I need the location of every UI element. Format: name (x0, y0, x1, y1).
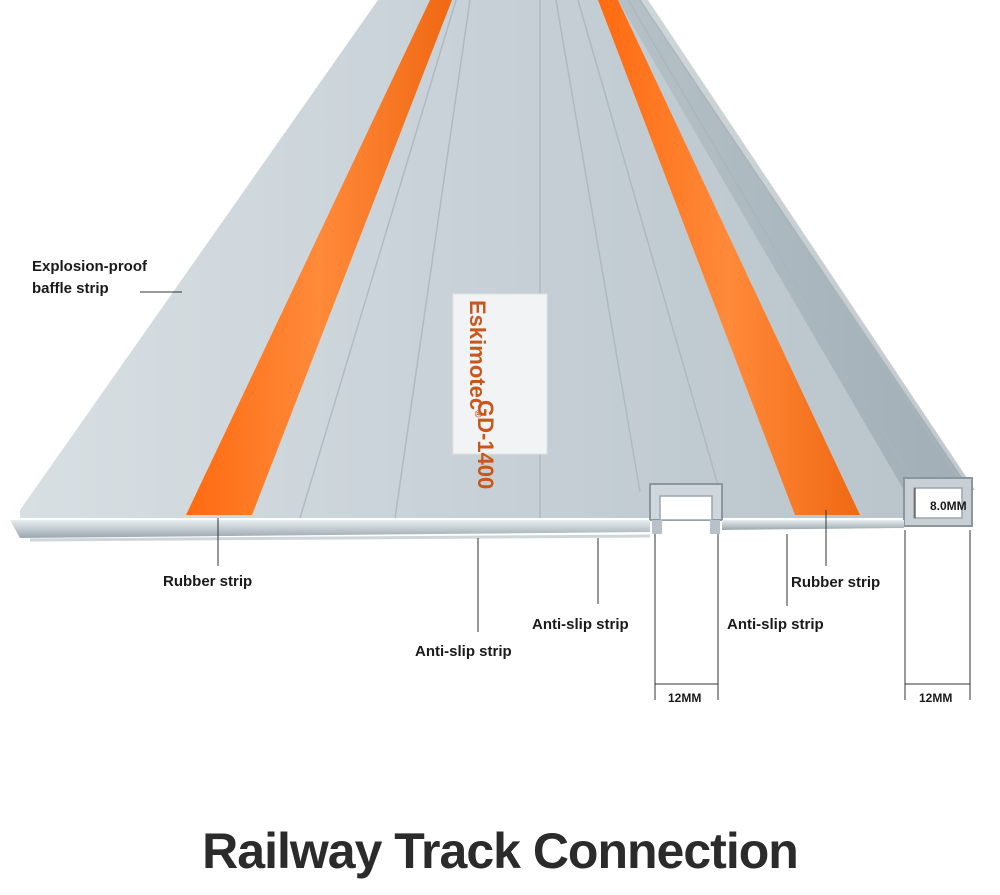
callout-rubber-strip-right: Rubber strip (791, 574, 880, 591)
track-front-edge (10, 520, 650, 538)
callout-rubber-strip-left: Rubber strip (163, 573, 252, 590)
dim-groove-depth: 8.0MM (930, 499, 967, 513)
dim-groove-width-center: 12MM (668, 691, 701, 705)
base-shadow (29, 534, 651, 542)
rubber-strip-right (598, 0, 860, 515)
page-title: Railway Track Connection (202, 823, 799, 879)
callout-baffle-strip-line1: Explosion-proof (32, 258, 148, 275)
rubber-strip-left (186, 0, 452, 515)
track-grooves (299, 0, 961, 519)
product-label-model: GD-1400 (473, 400, 498, 489)
track-front-edge-right (722, 520, 904, 530)
product-label-brand: Eskimotec® (465, 300, 490, 418)
product-label-registered: ® (473, 410, 484, 418)
callout-anti-slip-strip-2: Anti-slip strip (532, 616, 629, 633)
leader-lines (140, 291, 971, 700)
callout-anti-slip-strip-1: Anti-slip strip (415, 643, 512, 660)
callout-anti-slip-strip-3: Anti-slip strip (727, 616, 824, 633)
dim-groove-width-edge: 12MM (919, 691, 952, 705)
product-label: Eskimotec® GD-1400 (452, 293, 548, 489)
callout-baffle-strip-line2: baffle strip (32, 280, 109, 297)
center-t-slot (649, 483, 723, 534)
